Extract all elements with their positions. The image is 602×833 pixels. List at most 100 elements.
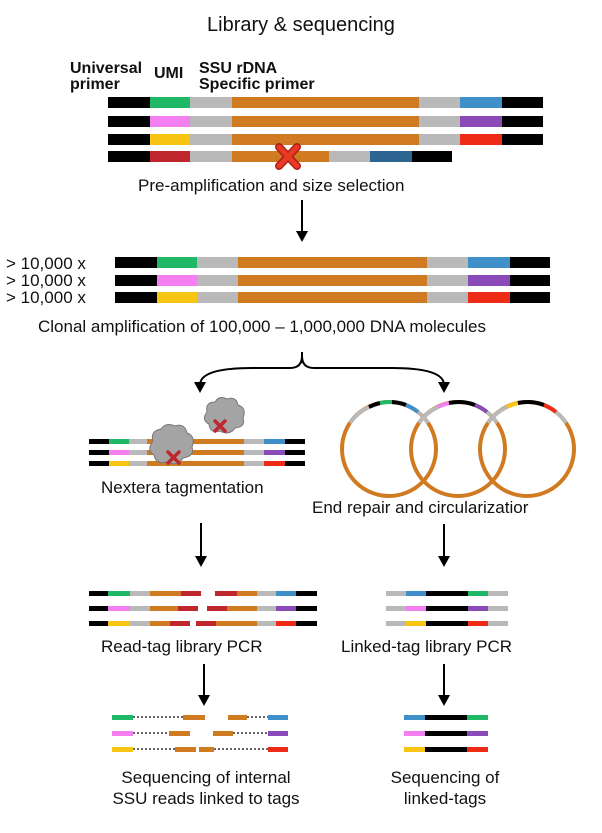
dna-segment bbox=[157, 257, 197, 268]
dna-segment bbox=[427, 257, 468, 268]
circular-molecules bbox=[340, 399, 576, 498]
dna-segment bbox=[426, 591, 468, 596]
dna-segment bbox=[467, 747, 488, 752]
dna-segment bbox=[257, 621, 276, 626]
dna-segment bbox=[386, 606, 406, 611]
molecule-layer bbox=[89, 97, 550, 752]
dna-segment bbox=[276, 606, 296, 611]
input-molecule-3 bbox=[108, 134, 543, 145]
umi-label: UMI bbox=[154, 65, 184, 82]
linkedtag-pcr-caption: Linked-tag library PCR bbox=[341, 637, 513, 656]
dna-segment bbox=[129, 461, 147, 466]
dna-segment bbox=[157, 292, 197, 303]
dna-segment bbox=[468, 257, 510, 268]
dna-segment bbox=[468, 275, 510, 286]
dna-segment bbox=[150, 97, 190, 108]
dna-segment bbox=[404, 715, 425, 720]
copies-label-2: > 10,000 x bbox=[6, 271, 86, 290]
linked-pcr-1 bbox=[386, 591, 508, 596]
dna-segment bbox=[370, 151, 412, 162]
dna-segment bbox=[257, 591, 276, 596]
dna-segment bbox=[468, 292, 510, 303]
dna-segment bbox=[108, 151, 150, 162]
dna-segment bbox=[468, 621, 488, 626]
dna-segment bbox=[488, 591, 508, 596]
dna-segment bbox=[213, 731, 233, 736]
dna-segment bbox=[426, 621, 468, 626]
dna-segment bbox=[404, 747, 425, 752]
copies-label-1: > 10,000 x bbox=[6, 254, 86, 273]
dna-segment bbox=[112, 715, 133, 720]
dna-segment bbox=[150, 591, 181, 596]
dna-segment bbox=[190, 151, 232, 162]
readtag-pcr-caption: Read-tag library PCR bbox=[101, 637, 263, 656]
dna-segment bbox=[175, 747, 196, 752]
dna-segment bbox=[150, 606, 178, 611]
dna-segment bbox=[89, 450, 109, 455]
tagmentation-enzyme-icon bbox=[203, 397, 245, 434]
dna-segment bbox=[502, 116, 543, 127]
dna-segment bbox=[227, 606, 257, 611]
arrow-nextera-down bbox=[195, 523, 207, 567]
dna-segment bbox=[285, 439, 305, 444]
dna-segment bbox=[190, 116, 232, 127]
dna-segment bbox=[109, 439, 129, 444]
readtag-frag-2b bbox=[207, 606, 317, 611]
dna-segment bbox=[488, 621, 508, 626]
linked-seq-3 bbox=[404, 747, 488, 752]
dna-segment bbox=[147, 439, 244, 444]
dna-segment bbox=[115, 292, 157, 303]
dna-segment bbox=[190, 97, 232, 108]
clonal-molecule-3 bbox=[115, 292, 550, 303]
dna-segment bbox=[386, 591, 406, 596]
readtag-frag-1b bbox=[215, 591, 317, 596]
dna-segment bbox=[112, 731, 133, 736]
readtag-frag-2a bbox=[89, 606, 198, 611]
dna-segment bbox=[157, 275, 197, 286]
readtag-frag-3a bbox=[89, 621, 190, 626]
dna-segment bbox=[257, 606, 276, 611]
dna-segment bbox=[264, 461, 285, 466]
arrow-preamp-to-clonal bbox=[296, 200, 308, 242]
dna-segment bbox=[502, 97, 543, 108]
dna-segment bbox=[150, 116, 190, 127]
dna-segment bbox=[406, 606, 426, 611]
dna-segment bbox=[108, 97, 150, 108]
dna-segment bbox=[112, 747, 133, 752]
dna-segment bbox=[426, 606, 468, 611]
dna-segment bbox=[89, 461, 109, 466]
dna-segment bbox=[460, 97, 502, 108]
readtag-frag-1a bbox=[89, 591, 201, 596]
dna-segment bbox=[425, 747, 467, 752]
dna-segment bbox=[329, 151, 370, 162]
circle-molecule-1 bbox=[340, 399, 438, 498]
dna-segment bbox=[150, 134, 190, 145]
dna-segment bbox=[197, 292, 238, 303]
preamp-caption: Pre-amplification and size selection bbox=[138, 176, 405, 195]
discard-cross-icon bbox=[275, 143, 301, 170]
seq-linked-caption: Sequencing of linked-tags bbox=[390, 768, 500, 808]
dna-segment bbox=[215, 591, 237, 596]
dna-segment bbox=[130, 621, 150, 626]
dna-segment bbox=[181, 591, 201, 596]
tag-molecule-3 bbox=[89, 461, 305, 466]
dna-segment bbox=[232, 151, 329, 162]
dna-segment bbox=[244, 450, 264, 455]
dna-segment bbox=[232, 134, 419, 145]
dna-segment bbox=[183, 715, 205, 720]
dna-segment bbox=[232, 97, 419, 108]
dna-segment bbox=[264, 450, 285, 455]
dna-segment bbox=[197, 257, 238, 268]
clonal-caption: Clonal amplification of 100,000 – 1,000,… bbox=[38, 317, 486, 336]
tag-molecule-1 bbox=[89, 439, 305, 444]
dna-segment bbox=[216, 621, 257, 626]
dna-segment bbox=[237, 591, 257, 596]
dna-segment bbox=[244, 439, 264, 444]
dna-segment bbox=[228, 715, 247, 720]
dna-segment bbox=[207, 606, 227, 611]
dna-segment bbox=[427, 275, 468, 286]
dna-segment bbox=[419, 116, 460, 127]
dna-segment bbox=[199, 747, 214, 752]
dna-segment bbox=[276, 621, 296, 626]
